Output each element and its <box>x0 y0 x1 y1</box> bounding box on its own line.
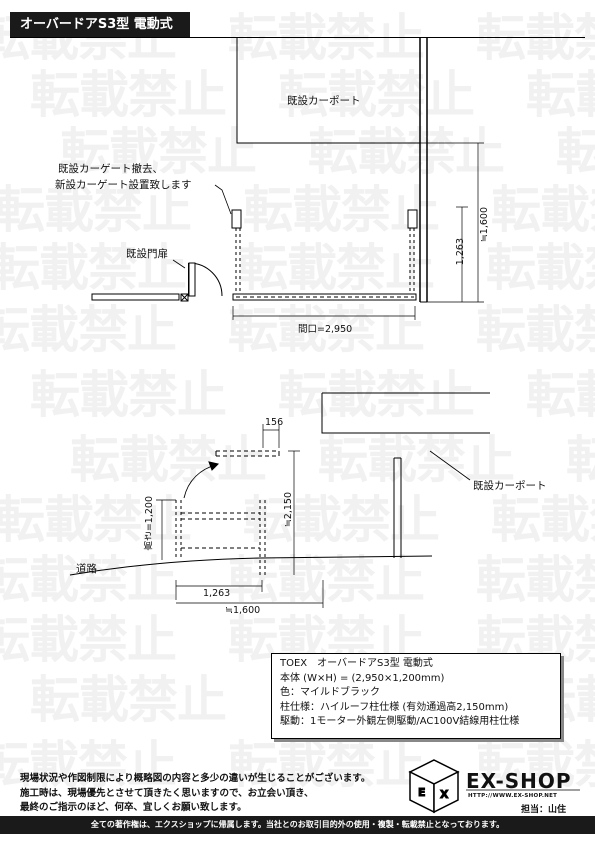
spec-drive: 駆動：1モーター外観左側駆動/AC100V結線用柱仕様 <box>280 716 520 727</box>
dimension-1600-plan: ≒1,600 <box>479 207 490 243</box>
svg-text:E: E <box>418 786 426 799</box>
spec-box: TOEX オーバードアS3型 電動式 本体 (W×H) = (2,950×1,2… <box>271 653 561 739</box>
dimension-1263-elevation: 1,263 <box>203 588 231 599</box>
note-line: 施工時は、現場優先とさせて頂きたく思いますので、お立会い頂き、 <box>20 787 314 799</box>
copyright-footer: 全ての著作権は、エクスショップに帰属します。当社とのお取引目的外の使用・複製・転… <box>0 816 595 834</box>
existing-carport-label: 既設カーポート <box>287 95 361 107</box>
note-line: 最終のご指示のほど、何卒、宜しくお願い致します。 <box>20 802 247 813</box>
title-underline <box>10 37 585 38</box>
dimension-2150: ≒2,150 <box>283 492 294 528</box>
logo-url: HTTP://WWW.EX-SHOP.NET <box>468 793 558 799</box>
spec-post: 柱仕様：ハイルーフ柱仕様 (有効通過高2,150mm) <box>280 701 509 713</box>
notes: 現場状況や作図制限により概略図の内容と多少の違いが生じることがございます。 施工… <box>20 772 370 816</box>
carport-outline <box>236 38 421 144</box>
dimension-1600-elevation: ≒1,600 <box>225 605 261 616</box>
fence-wall <box>91 293 180 301</box>
note-line: 現場状況や作図制限により概略図の内容と多少の違いが生じることがございます。 <box>20 773 371 784</box>
gate-post-right <box>407 209 418 229</box>
gate-replacement-note-line1: 既設カーゲート撤去、 <box>58 163 163 175</box>
opening-dimension: 間口=2,950 <box>298 324 353 335</box>
height-1200-dimension: 高さ=1,200 <box>144 496 155 551</box>
road-label: 道路 <box>76 563 97 575</box>
existing-door-label: 既設門扉 <box>126 248 168 260</box>
ground-line <box>69 555 433 576</box>
carport-roof-elevation <box>321 393 490 434</box>
logo-cube-icon <box>408 759 460 814</box>
spec-product: TOEX オーバードアS3型 電動式 <box>280 658 433 669</box>
existing-carport-label-elevation: 既設カーポート <box>473 480 547 492</box>
spec-body: 本体 (W×H) = (2,950×1,200mm) <box>280 672 445 684</box>
staff-label: 担当：山住 <box>521 805 567 815</box>
gate-replacement-note-line2: 新設カーゲート設置致します <box>55 179 192 191</box>
gate-rail <box>232 293 417 301</box>
page-title: オーバードアS3型 電動式 <box>10 12 190 38</box>
logo-text: EX-SHOP <box>466 769 572 793</box>
svg-text:X: X <box>440 788 449 801</box>
dimension-1263-plan: 1,263 <box>455 238 466 266</box>
spec-color: 色：マイルドブラック <box>280 687 380 698</box>
gate-post-left <box>231 209 242 229</box>
dimension-156: 156 <box>265 417 284 428</box>
